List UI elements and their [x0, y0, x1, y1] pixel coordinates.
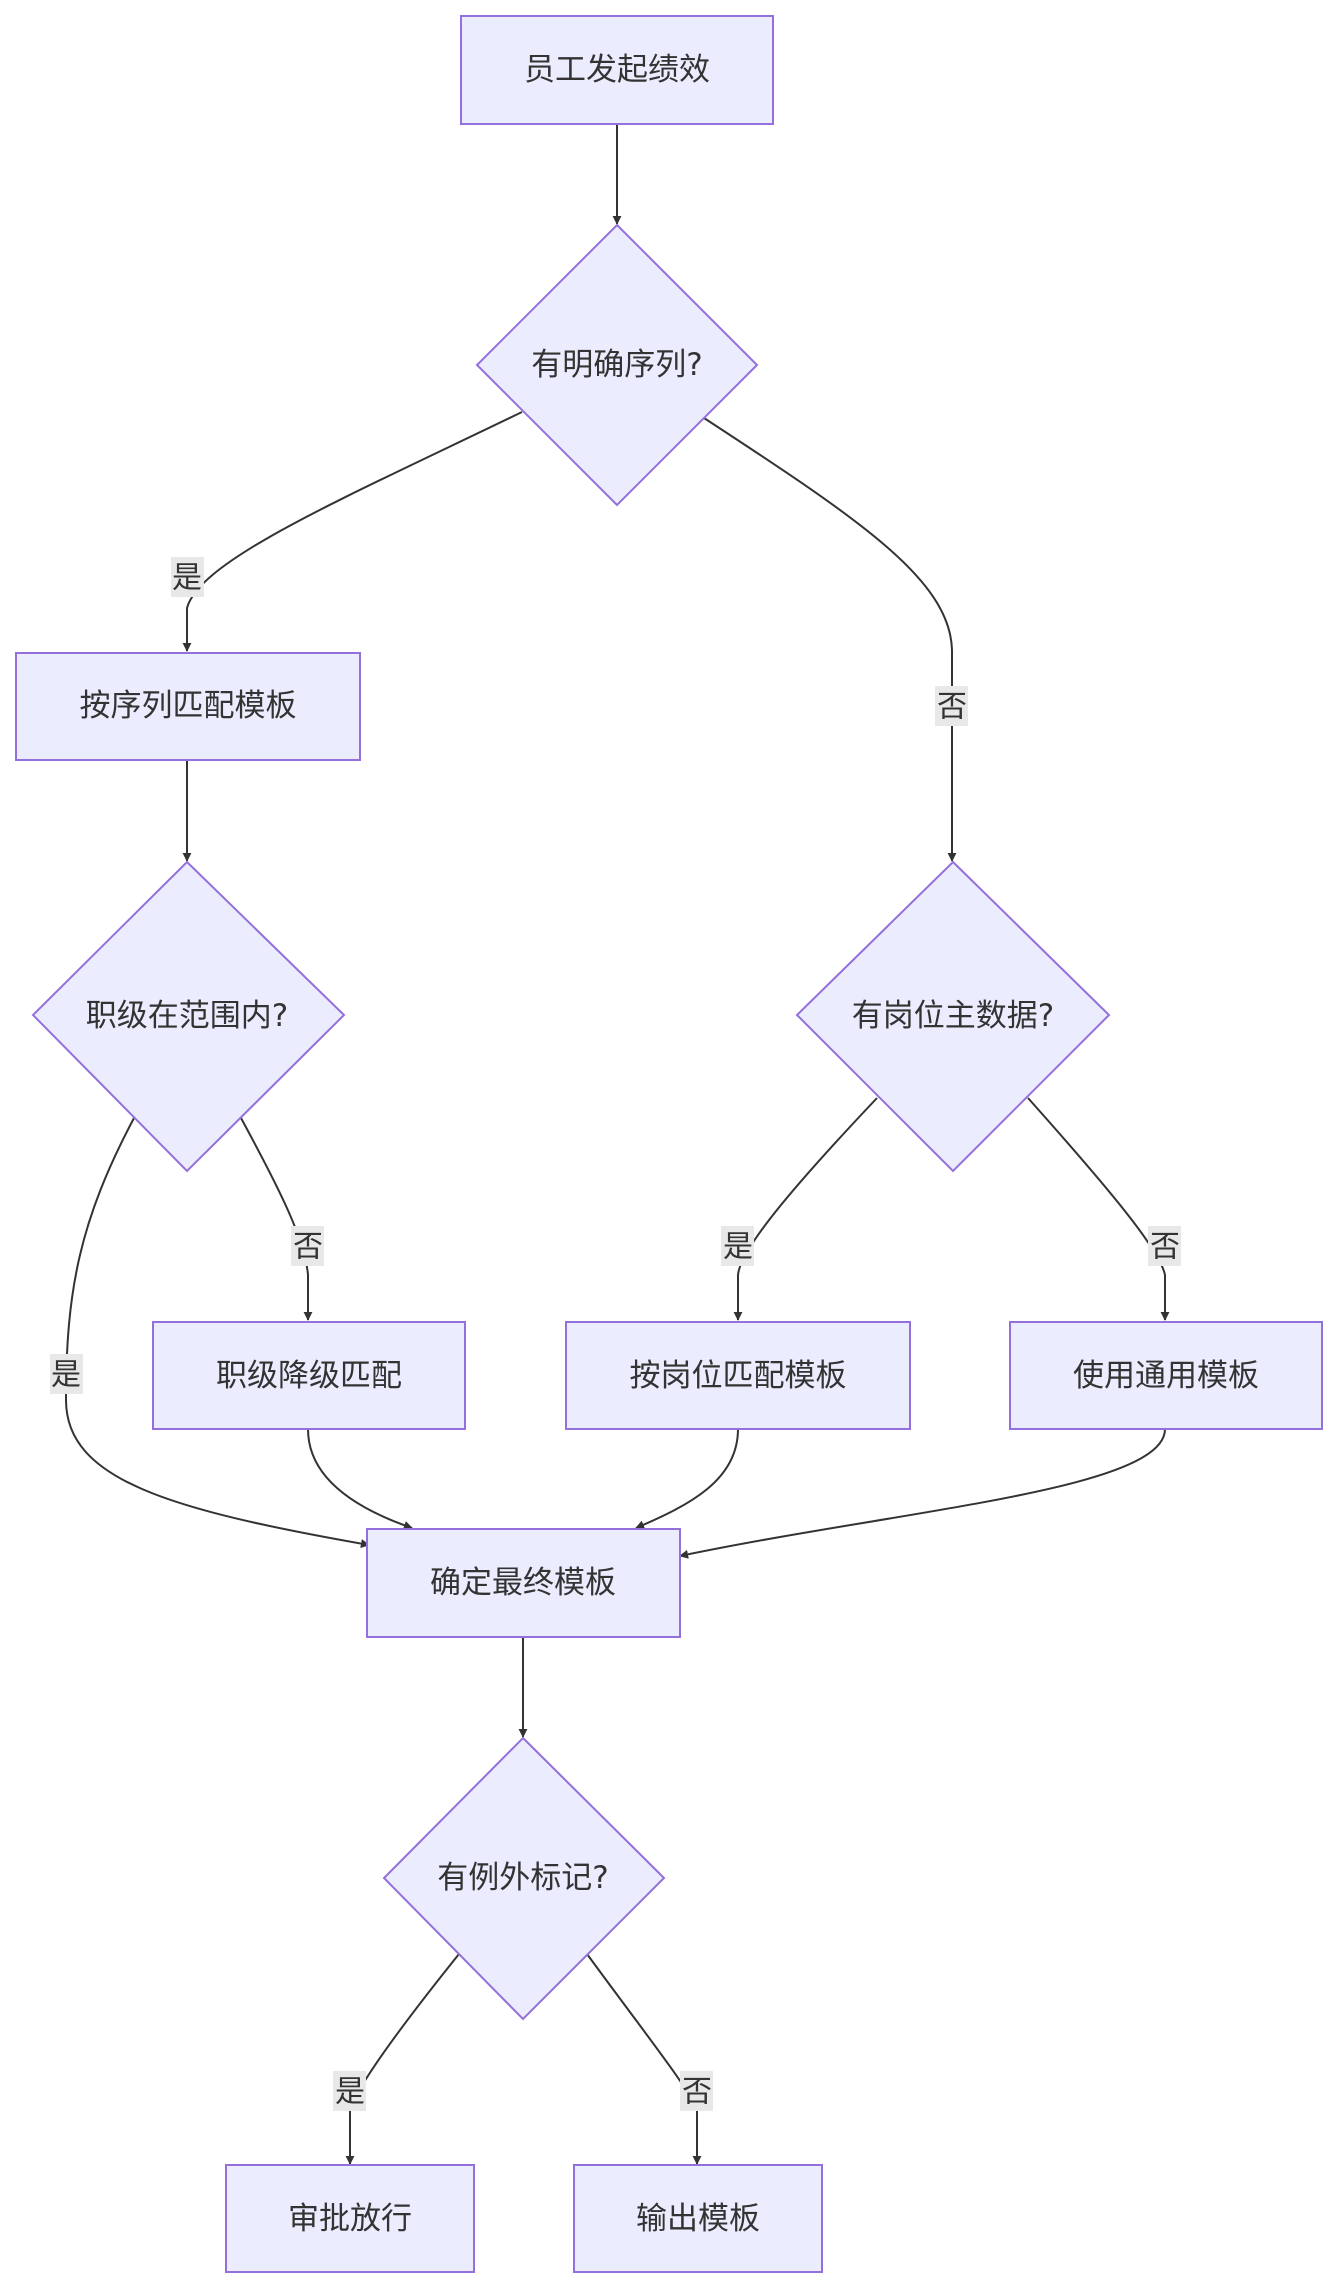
edge-label-exception-yes-text: 是: [335, 2075, 365, 2110]
node-has-position-data-label: 有岗位主数据?: [852, 998, 1054, 1034]
edge-has-sequence-yes: [182, 411, 523, 652]
edge-labels: 是 否 否 是 是 否 是 否: [50, 557, 1181, 2111]
edge-position-no: [1027, 1097, 1170, 1321]
node-output-template-label: 输出模板: [636, 2201, 760, 2237]
node-has-sequence-label: 有明确序列?: [531, 347, 702, 383]
edge-exception-yes: [345, 1953, 460, 2165]
edge-label-position-yes: 是: [721, 1226, 754, 1266]
node-grade-downgrade: 职级降级匹配: [152, 1321, 466, 1430]
node-has-sequence: 有明确序列?: [475, 223, 759, 507]
node-has-position-data: 有岗位主数据?: [795, 860, 1111, 1173]
edge-label-position-no: 否: [1148, 1226, 1181, 1266]
edge-grade-range-no: [240, 1117, 313, 1321]
node-final-template: 确定最终模板: [366, 1528, 681, 1638]
edge-label-exception-no: 否: [680, 2071, 713, 2111]
edge-position-yes: [733, 1097, 878, 1321]
node-start: 员工发起绩效: [460, 15, 774, 125]
edge-generic-to-final: [679, 1428, 1166, 1559]
edge-has-sequence-no: [703, 417, 957, 862]
edge-label-position-no-text: 否: [1150, 1230, 1180, 1265]
node-start-label: 员工发起绩效: [524, 52, 710, 88]
edge-label-exception-no-text: 否: [682, 2075, 712, 2110]
node-has-exception: 有例外标记?: [382, 1736, 666, 2021]
edge-label-range-yes: 是: [50, 1354, 83, 1394]
edge-label-range-no-text: 否: [293, 1230, 323, 1265]
nodes: 员工发起绩效 有明确序列? 按序列匹配模板 职级在范围内? 有岗位主数据? 职级…: [15, 15, 1323, 2273]
edge-label-range-no: 否: [291, 1226, 324, 1266]
edge-label-sequence-yes: 是: [171, 557, 204, 597]
edge-grade-range-yes: [64, 1117, 370, 1549]
edge-position-match-to-final: [635, 1428, 739, 1529]
node-grade-in-range-label: 职级在范围内?: [86, 998, 288, 1034]
node-grade-in-range: 职级在范围内?: [31, 860, 346, 1173]
node-match-by-sequence: 按序列匹配模板: [15, 652, 361, 761]
edge-label-position-yes-text: 是: [723, 1230, 753, 1265]
node-match-by-position: 按岗位匹配模板: [565, 1321, 911, 1430]
node-has-exception-label: 有例外标记?: [437, 1860, 608, 1896]
node-use-generic: 使用通用模板: [1009, 1321, 1323, 1430]
node-grade-downgrade-label: 职级降级匹配: [216, 1358, 402, 1394]
node-approve-release-label: 审批放行: [288, 2201, 412, 2237]
node-final-template-label: 确定最终模板: [430, 1565, 616, 1601]
edge-exception-no: [586, 1953, 702, 2165]
edge-label-sequence-yes-text: 是: [172, 561, 202, 596]
node-approve-release: 审批放行: [225, 2164, 475, 2273]
edge-label-sequence-no: 否: [935, 686, 968, 726]
edge-label-range-yes-text: 是: [51, 1358, 81, 1393]
edge-label-sequence-no-text: 否: [937, 690, 967, 725]
node-match-by-sequence-label: 按序列匹配模板: [80, 688, 297, 724]
edge-downgrade-to-final: [307, 1428, 413, 1530]
node-match-by-position-label: 按岗位匹配模板: [630, 1358, 847, 1394]
node-output-template: 输出模板: [573, 2164, 823, 2273]
node-use-generic-label: 使用通用模板: [1073, 1358, 1259, 1394]
edge-label-exception-yes: 是: [333, 2071, 366, 2111]
